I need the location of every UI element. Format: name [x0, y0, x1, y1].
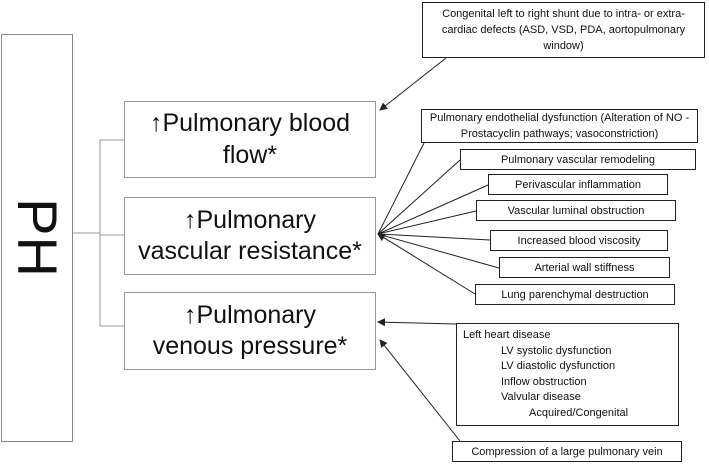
cause-box-viscosity: Increased blood viscosity — [490, 230, 668, 251]
cause-label: Arterial wall stiffness — [534, 262, 635, 274]
pulmonary-vascular-resistance-box: ↑Pulmonary vascular resistance* — [124, 197, 376, 275]
cause-label: Perivascular inflammation — [515, 179, 641, 191]
pulmonary-blood-flow-line2: flow* — [222, 140, 278, 169]
cause-label: Lung parenchymal destruction — [501, 289, 649, 301]
cause-label: Increased blood viscosity — [517, 235, 641, 247]
ph-box: PH — [1, 34, 73, 442]
congenital-shunt-box: Congenital left to right shunt due to in… — [422, 2, 705, 58]
left-heart-item: LV systolic dysfunction — [501, 344, 612, 357]
cause-box-wall-stiffness: Arterial wall stiffness — [499, 257, 670, 278]
pulmonary-vascular-resistance-line1: ↑Pulmonary — [184, 205, 316, 234]
compression-box: Compression of a large pulmonary vein — [452, 441, 682, 462]
endothelial-dysfunction-text: Pulmonary endothelial dysfunction (Alter… — [429, 112, 690, 140]
left-heart-item: Valvular disease — [501, 391, 581, 403]
cause-box-inflammation: Perivascular inflammation — [488, 174, 668, 195]
left-heart-disease-title: Left heart disease — [463, 329, 551, 341]
cause-box-remodeling: Pulmonary vascular remodeling — [460, 149, 696, 170]
pulmonary-blood-flow-line1: ↑Pulmonary blood — [149, 109, 351, 138]
left-heart-subitem: Acquired/Congenital — [529, 406, 629, 419]
pulmonary-venous-pressure-line1: ↑Pulmonary — [184, 300, 316, 329]
congenital-shunt-text: Congenital left to right shunt due to in… — [441, 8, 686, 52]
left-heart-item: LV diastolic dysfunction — [501, 360, 616, 372]
endothelial-dysfunction-box: Pulmonary endothelial dysfunction (Alter… — [421, 109, 698, 143]
pulmonary-blood-flow-box: ↑Pulmonary blood flow* — [124, 101, 376, 178]
cause-box-luminal-obstruction: Vascular luminal obstruction — [476, 200, 676, 221]
left-heart-disease-box: Left heart disease LV systolic dysfuncti… — [456, 323, 679, 426]
cause-label: Pulmonary vascular remodeling — [500, 154, 656, 166]
pulmonary-vascular-resistance-line2: vascular resistance* — [138, 237, 362, 265]
pulmonary-venous-pressure-line2: venous pressure* — [152, 332, 348, 360]
compression-text: Compression of a large pulmonary vein — [471, 446, 663, 458]
pulmonary-venous-pressure-box: ↑Pulmonary venous pressure* — [124, 292, 376, 370]
left-heart-item: Inflow obstruction — [501, 375, 587, 388]
cause-label: Vascular luminal obstruction — [507, 205, 645, 217]
cause-box-parenchymal-destruction: Lung parenchymal destruction — [475, 284, 675, 305]
ph-label: PH — [6, 198, 69, 278]
